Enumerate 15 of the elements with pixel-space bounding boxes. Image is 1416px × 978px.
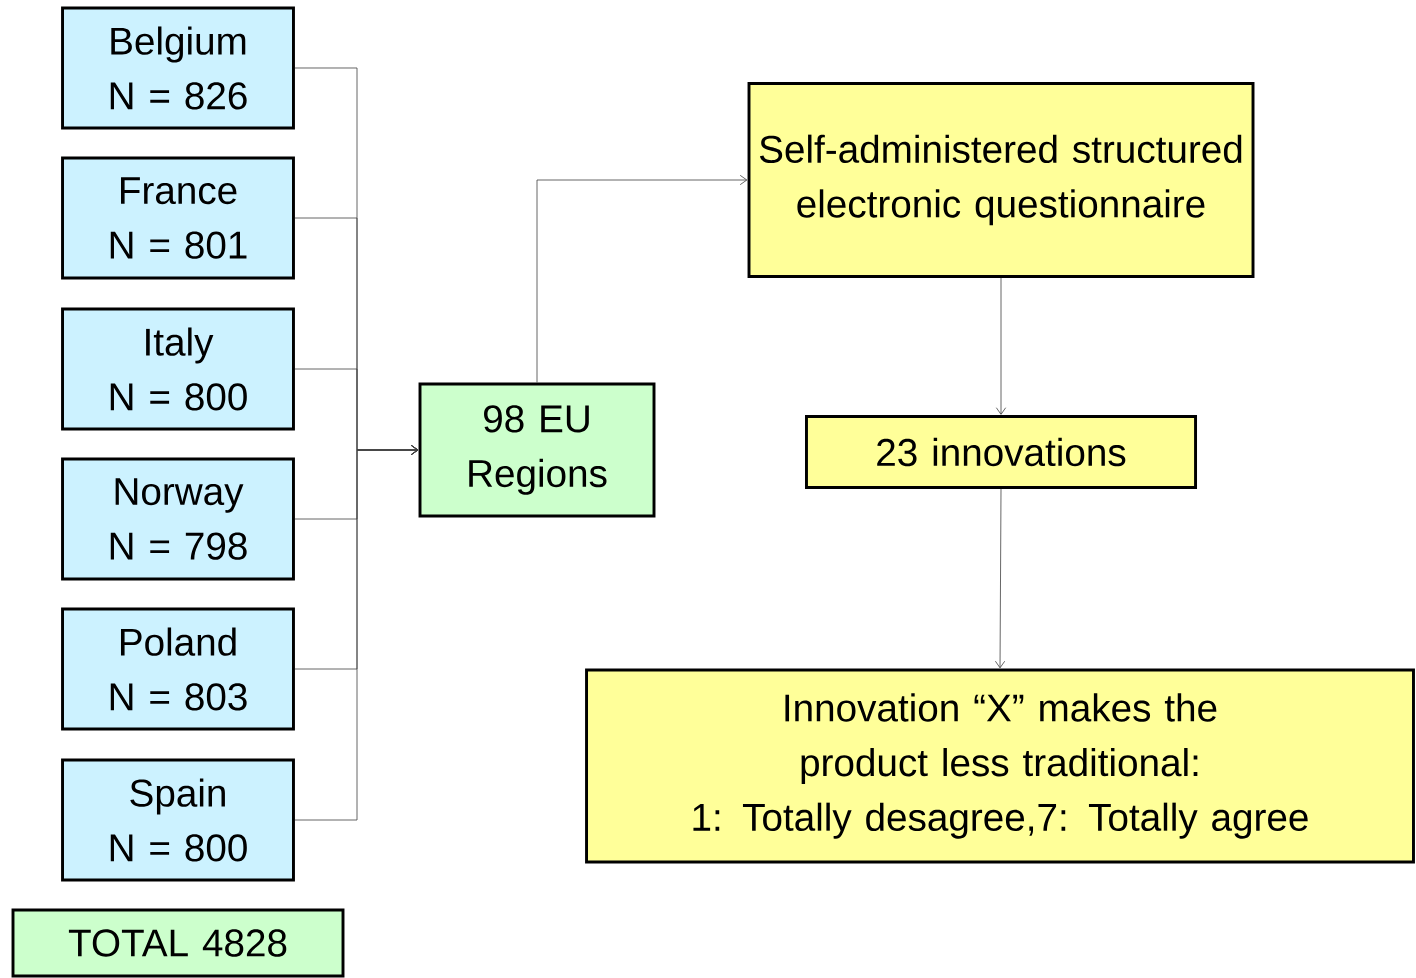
country-box: France N = 801	[61, 156, 295, 280]
regions-box: 98 EU Regions	[418, 382, 656, 518]
questionnaire-box: Self-administered structured electronic questionnaire	[747, 82, 1255, 278]
country-box: Spain N = 800	[61, 758, 295, 882]
country-box: Poland N = 803	[61, 607, 295, 731]
country-box: Norway N = 798	[61, 457, 295, 581]
statement-box: Innovation “X” makes the product less traditional: 1: Totally desagree,7: Totally agree	[585, 668, 1415, 864]
arrow	[536, 174, 748, 383]
arrow	[294, 444, 419, 821]
arrow	[995, 488, 1006, 669]
country-box: Italy N = 800	[61, 307, 295, 431]
country-box: Belgium N = 826	[61, 6, 295, 130]
arrow	[995, 277, 1007, 415]
innovations-box: 23 innovations	[805, 415, 1197, 489]
total-box: TOTAL 4828	[11, 908, 345, 978]
